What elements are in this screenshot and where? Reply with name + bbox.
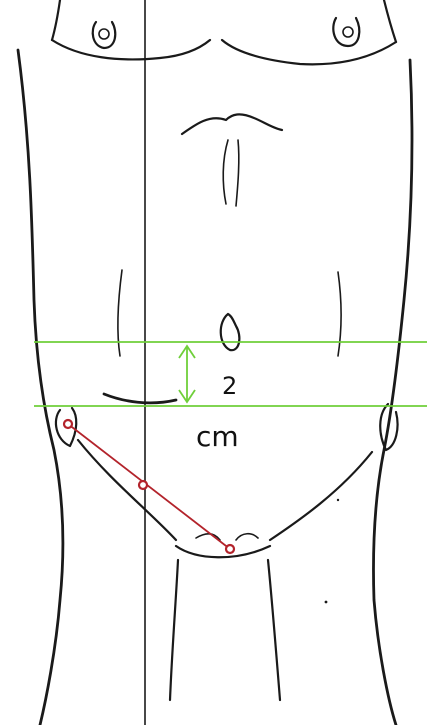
pectoral-contour-left [52,40,210,59]
measurement-arrow [179,346,195,402]
nipple-right [333,18,359,46]
pectoral-contour-right [222,40,396,64]
torso-outline-left [18,50,63,725]
linea-alba-upper-left [223,140,228,204]
measurement-value: 2 [222,372,237,400]
scan-speck [337,499,339,501]
pubic-contour [176,546,270,557]
inguinal-line-right [270,452,372,540]
costal-margin [182,114,282,134]
measurement-unit: cm [196,420,239,453]
pubic-upper-right [236,534,258,540]
pubic-point [226,545,234,553]
inguinal-line-left [78,440,176,540]
scan-speck [325,601,328,604]
thigh-inner-left [170,560,178,700]
torso-outline-right [373,60,412,725]
shoulder-line-left [52,0,60,40]
umbilicus [221,314,240,350]
thigh-inner-right [268,560,280,700]
rectus-line-left [118,270,122,356]
rectus-line-right [338,272,341,356]
mcburney-point [139,481,147,489]
nipple-left [93,22,116,48]
lower-abdomen-curve [104,394,176,403]
anterior-superior-iliac-spine-point [64,420,72,428]
shoulder-line-right [384,0,396,42]
linea-alba-upper-right [236,140,239,206]
